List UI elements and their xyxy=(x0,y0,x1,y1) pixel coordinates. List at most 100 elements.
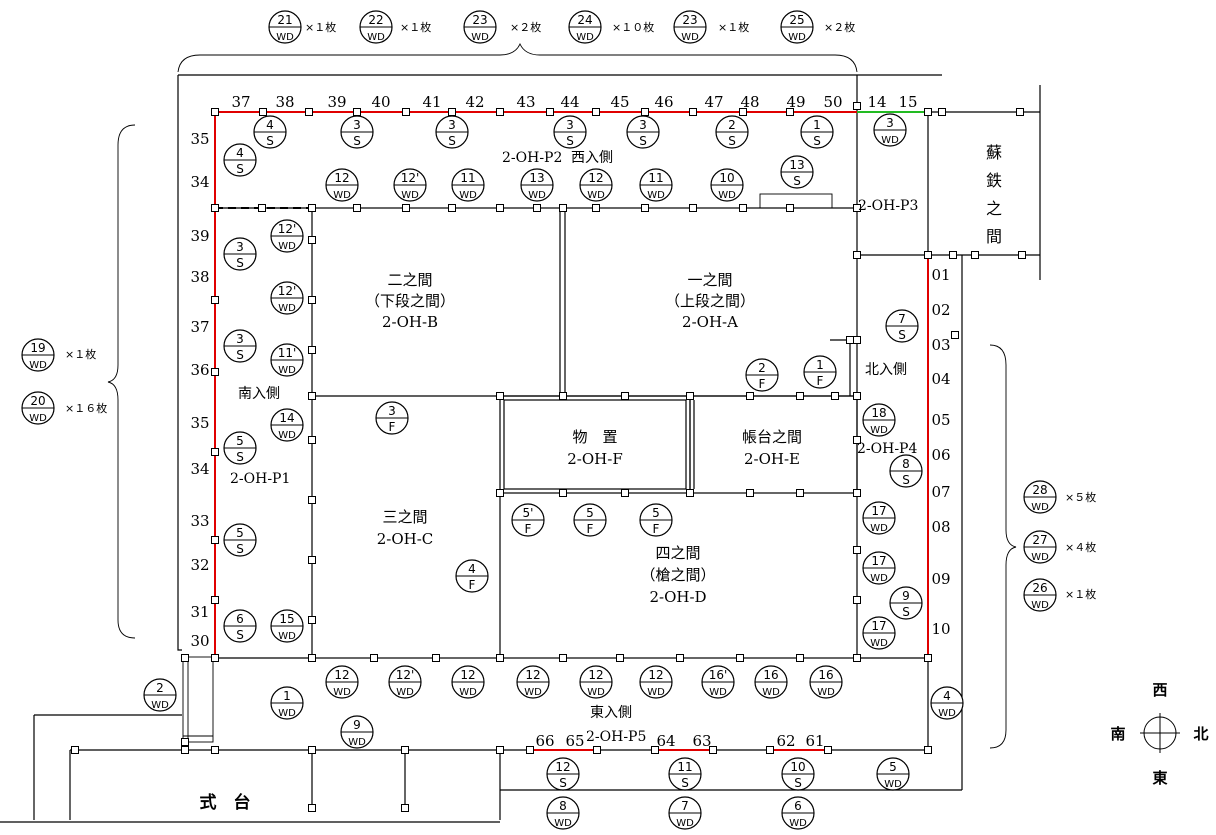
node-76 xyxy=(971,251,979,259)
node-63 xyxy=(796,392,804,400)
compass-north: 北 xyxy=(1193,725,1208,743)
node-37 xyxy=(211,596,219,604)
symbol-1-wd-43: 1WD xyxy=(270,686,304,720)
svg-text:13: 13 xyxy=(529,171,544,185)
node-80 xyxy=(853,336,861,344)
svg-text:S: S xyxy=(728,134,736,148)
svg-text:8: 8 xyxy=(559,799,567,813)
wall-num-right-4: 04 xyxy=(931,370,950,388)
inner-walls xyxy=(214,193,928,659)
node-22 xyxy=(402,204,410,212)
top-brace xyxy=(177,42,858,73)
node-100 xyxy=(181,654,189,662)
symbol-5-wd-58: 5WD xyxy=(876,757,910,791)
wall-num-left-8: 34 xyxy=(190,460,209,478)
svg-text:WD: WD xyxy=(29,360,47,371)
node-14 xyxy=(853,102,861,110)
compass-east: 東 xyxy=(1152,769,1167,787)
node-11 xyxy=(689,108,697,116)
symbol-5-s-24: 5S xyxy=(223,431,257,465)
node-82 xyxy=(853,546,861,554)
node-44 xyxy=(308,496,316,504)
svg-text:S: S xyxy=(266,134,274,148)
node-17 xyxy=(1016,108,1024,116)
node-85 xyxy=(71,746,79,754)
p2-label: 2-OH-P2 xyxy=(502,150,562,166)
svg-text:WD: WD xyxy=(278,708,296,719)
svg-text:WD: WD xyxy=(278,241,296,252)
node-50 xyxy=(496,654,504,662)
node-51 xyxy=(559,654,567,662)
symbol-2-s-6: 2S xyxy=(715,115,749,149)
svg-text:22: 22 xyxy=(368,13,383,27)
node-92 xyxy=(593,746,601,754)
node-5 xyxy=(402,108,410,116)
symbol-11p-wd-22: 11'WD xyxy=(270,343,304,377)
node-7 xyxy=(496,108,504,116)
symbol-8-s-33: 8S xyxy=(889,454,923,488)
p4-label: 2-OH-P4 xyxy=(857,441,917,457)
wall-num-top-2: 38 xyxy=(275,93,294,111)
wall-num-right-1: 01 xyxy=(931,266,950,284)
wall-num-left-2: 34 xyxy=(190,173,209,191)
svg-text:12': 12' xyxy=(396,668,415,682)
node-58 xyxy=(496,392,504,400)
svg-text:27: 27 xyxy=(1032,533,1047,547)
svg-text:WD: WD xyxy=(681,32,699,43)
svg-text:S: S xyxy=(236,628,244,642)
symbol-3-s-2: 3S xyxy=(340,115,374,149)
svg-text:1: 1 xyxy=(816,358,824,372)
svg-text:WD: WD xyxy=(554,818,572,829)
wall-num-left-3: 39 xyxy=(190,227,209,245)
svg-text:25: 25 xyxy=(789,13,804,27)
node-23 xyxy=(448,204,456,212)
wall-num-right-3: 03 xyxy=(931,336,950,354)
count-top-2: ×１枚 xyxy=(400,20,431,34)
count-top-5: ×１枚 xyxy=(718,20,749,34)
svg-text:WD: WD xyxy=(938,708,956,719)
node-9 xyxy=(592,108,600,116)
svg-text:19: 19 xyxy=(30,341,45,355)
svg-text:12: 12 xyxy=(555,760,570,774)
node-77 xyxy=(1018,251,1026,259)
svg-text:鉄: 鉄 xyxy=(986,171,1002,190)
svg-text:S: S xyxy=(236,542,244,556)
node-15 xyxy=(924,108,932,116)
symbol-2-f-29: 2F xyxy=(745,358,779,392)
svg-text:WD: WD xyxy=(870,638,888,649)
svg-text:F: F xyxy=(525,522,532,536)
node-42 xyxy=(308,392,316,400)
node-20 xyxy=(308,204,316,212)
node-35 xyxy=(211,448,219,456)
symbol-8-wd-59: 8WD xyxy=(546,796,580,830)
svg-text:7: 7 xyxy=(681,799,689,813)
svg-text:3: 3 xyxy=(236,240,244,254)
svg-text:WD: WD xyxy=(881,135,899,146)
svg-text:WD: WD xyxy=(884,779,902,790)
svg-text:WD: WD xyxy=(762,687,780,698)
svg-text:F: F xyxy=(389,420,396,434)
node-75 xyxy=(949,251,957,259)
symbol-11-s-56: 11S xyxy=(668,757,702,791)
node-43 xyxy=(308,436,316,444)
node-95 xyxy=(766,746,774,754)
wall-num-bottom-4: 63 xyxy=(692,732,711,750)
wall-num-left-5: 37 xyxy=(190,318,209,336)
svg-text:11': 11' xyxy=(278,346,297,360)
node-61 xyxy=(686,392,694,400)
svg-text:17: 17 xyxy=(871,554,886,568)
node-38 xyxy=(211,654,219,662)
node-29 xyxy=(689,204,697,212)
svg-text:S: S xyxy=(794,776,802,790)
symbol-3-f-28: 3F xyxy=(375,401,409,435)
svg-text:5: 5 xyxy=(236,526,244,540)
wall-num-top-14: 50 xyxy=(823,93,842,111)
svg-text:16': 16' xyxy=(709,668,728,682)
p3-label: 2-OH-P3 xyxy=(858,198,918,214)
svg-text:WD: WD xyxy=(870,425,888,436)
